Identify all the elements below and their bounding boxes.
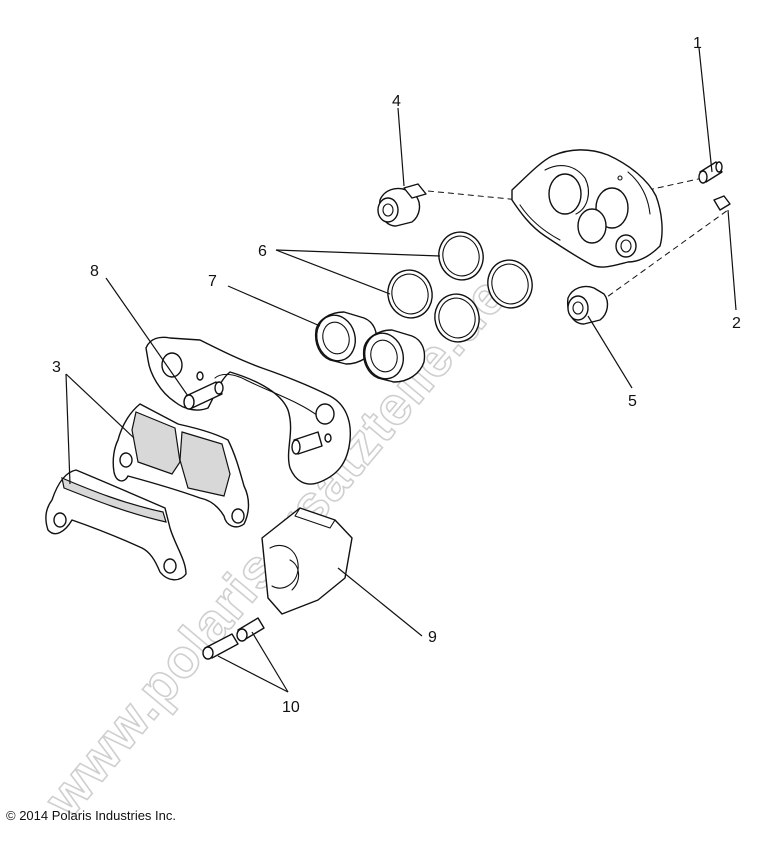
piston-seals (387, 231, 533, 343)
leader-lines (65, 47, 737, 693)
callout-7: 7 (208, 273, 217, 290)
pad-spring-clip (261, 507, 353, 615)
callout-6: 6 (258, 243, 267, 260)
brake-pad-outer (45, 469, 187, 581)
callout-10: 10 (282, 699, 300, 716)
callout-8: 8 (90, 263, 99, 280)
copyright-notice: © 2014 Polaris Industries Inc. (6, 808, 176, 823)
caliper-bracket (145, 336, 352, 485)
callout-1: 1 (693, 35, 702, 52)
bushing-lower (567, 285, 609, 325)
bleeder-screw (698, 161, 723, 184)
brake-pad-inner (112, 403, 250, 528)
caliper-body (511, 149, 663, 268)
retaining-pins (202, 617, 265, 660)
callout-labels: 1 2 3 4 5 6 7 8 9 10 (52, 35, 741, 716)
callout-9: 9 (428, 629, 437, 646)
bleeder-cap (713, 195, 731, 211)
callout-2: 2 (732, 315, 741, 332)
callout-3: 3 (52, 359, 61, 376)
callout-4: 4 (392, 93, 401, 110)
bushing-upper (377, 183, 427, 227)
callout-5: 5 (628, 393, 637, 410)
pistons (314, 311, 426, 383)
